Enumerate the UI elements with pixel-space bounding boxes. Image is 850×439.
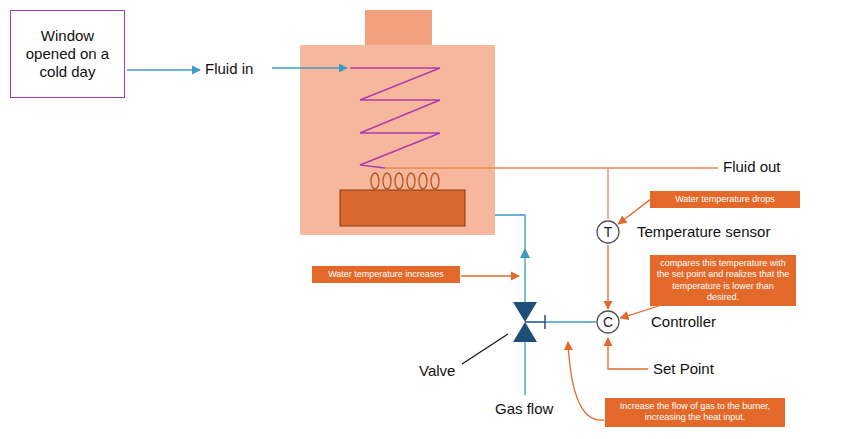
valve-stem: [525, 321, 545, 323]
controller-circle: C: [596, 310, 620, 334]
part-label: Controller: [650, 313, 717, 330]
outlet-pipe: [385, 167, 718, 168]
callout-box: compares this temperature with the set p…: [650, 255, 796, 306]
callout-box: Water temperature drops: [650, 191, 800, 208]
heating-coil: [350, 68, 440, 168]
input-arrow: [127, 69, 200, 70]
gas-pipe: [524, 342, 525, 395]
control-signal: [545, 321, 596, 322]
part-label: Valve: [418, 362, 456, 379]
flow-arrowhead: [520, 248, 530, 258]
part-label: Gas flow: [494, 400, 554, 417]
callout-box: Increase the flow of gas to the burner, …: [605, 398, 785, 427]
box-text: Water temperature increases: [317, 269, 455, 280]
part-label: Fluid out: [722, 158, 782, 175]
burner: [340, 190, 465, 226]
part-label: Temperature sensor: [636, 223, 771, 240]
input-arrow: [272, 67, 347, 68]
chimney: [365, 10, 432, 46]
connector: [618, 200, 650, 224]
box-text: compares this temperature with the set p…: [655, 258, 791, 303]
part-label: Set Point: [652, 360, 715, 377]
part-label: Fluid in: [204, 60, 254, 77]
callout-pointer: [461, 275, 519, 276]
callout-box: Water temperature increases: [312, 266, 460, 283]
gas-pipe: [495, 215, 525, 302]
symbol-letter: C: [596, 310, 620, 334]
event-box: Window opened on a cold day: [10, 10, 125, 98]
box-text: Increase the flow of gas to the burner, …: [610, 401, 780, 424]
setpoint-arrow: [608, 338, 648, 369]
sensor-circle: T: [596, 220, 620, 244]
valve-leader: [462, 334, 508, 364]
symbol-letter: T: [596, 220, 620, 244]
callout-pointer: [568, 342, 604, 420]
sensor-pipe: [607, 168, 608, 219]
box-text: Window opened on a cold day: [19, 27, 116, 81]
box-text: Water temperature drops: [655, 194, 795, 205]
boiler-body: [300, 45, 495, 235]
connector: [607, 245, 608, 309]
flames: [371, 173, 439, 189]
valve-symbol: [513, 302, 537, 342]
